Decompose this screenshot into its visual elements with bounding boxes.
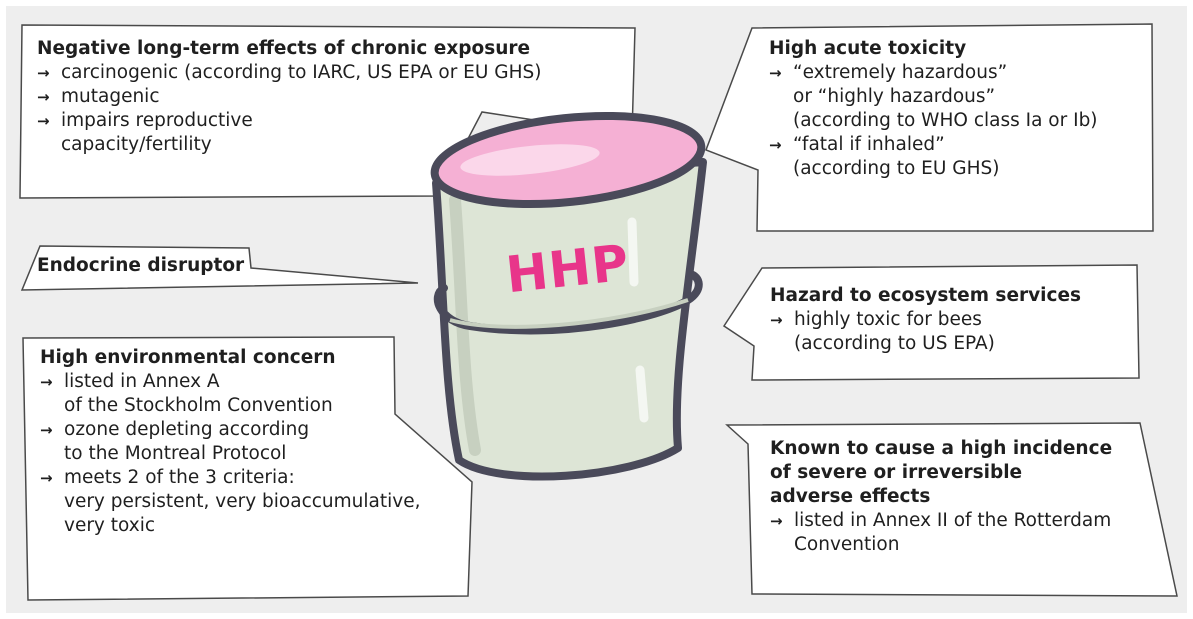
right-arrow-icon: →: [40, 373, 53, 391]
right-arrow-icon: →: [769, 136, 782, 154]
callout-title: High acute toxicity: [769, 38, 967, 59]
barrel-highlight: [627, 217, 649, 423]
right-arrow-icon: →: [37, 64, 50, 82]
callout-high-incidence: Known to cause a high incidence of sever…: [770, 437, 1170, 557]
right-arrow-icon: →: [37, 88, 50, 106]
barrel-rib-upper: [433, 270, 703, 335]
bubble-ecosystem: [722, 264, 1140, 381]
callout-acute-toxicity: High acute toxicity →“extremely hazardou…: [769, 37, 1154, 181]
bubble-endocrine: [20, 245, 419, 291]
bubble-incidence: [725, 422, 1178, 597]
callout-title: Negative long-term effects of chronic ex…: [37, 38, 531, 59]
list-item: →mutagenic: [37, 86, 160, 107]
list-item: →“fatal if inhaled” (according to EU GHS…: [769, 134, 1000, 179]
right-arrow-icon: →: [770, 512, 783, 530]
list-item: →listed in Annex A of the Stockholm Conv…: [40, 371, 333, 416]
list-item: →impairs reproductive capacity/fertility: [37, 110, 253, 155]
callout-title: Hazard to ecosystem services: [770, 285, 1082, 306]
bubble-environment: [22, 336, 473, 601]
barrel-rib-lower: [449, 298, 689, 329]
callout-ecosystem-services: Hazard to ecosystem services →highly tox…: [770, 284, 1140, 356]
list-item: →listed in Annex II of the Rotterdam Con…: [770, 510, 1112, 555]
right-arrow-icon: →: [770, 311, 783, 329]
right-arrow-icon: →: [769, 64, 782, 82]
callout-endocrine-disruptor: Endocrine disruptor: [37, 254, 257, 278]
list-item: →“extremely hazardous” or “highly hazard…: [769, 62, 1098, 131]
right-arrow-icon: →: [40, 421, 53, 439]
list-item: →meets 2 of the 3 criteria: very persist…: [40, 467, 421, 536]
list-item: →ozone depleting according to the Montre…: [40, 419, 310, 464]
callout-environmental-concern: High environmental concern →listed in An…: [40, 346, 470, 538]
bubble-chronic: [19, 24, 636, 199]
right-arrow-icon: →: [40, 469, 53, 487]
bubble-acute: [705, 23, 1154, 232]
list-item: →carcinogenic (according to IARC, US EPA…: [37, 62, 542, 83]
list-item: →highly toxic for bees (according to US …: [770, 309, 995, 354]
barrel-top-highlight: [460, 144, 600, 176]
right-arrow-icon: →: [37, 112, 50, 130]
barrel-shade-left: [449, 194, 481, 456]
callout-title: Endocrine disruptor: [37, 255, 245, 276]
callout-title: Known to cause a high incidence of sever…: [770, 438, 1113, 507]
callout-title: High environmental concern: [40, 347, 336, 368]
barrel-graphic: [430, 111, 707, 481]
callout-chronic-exposure: Negative long-term effects of chronic ex…: [37, 37, 637, 157]
